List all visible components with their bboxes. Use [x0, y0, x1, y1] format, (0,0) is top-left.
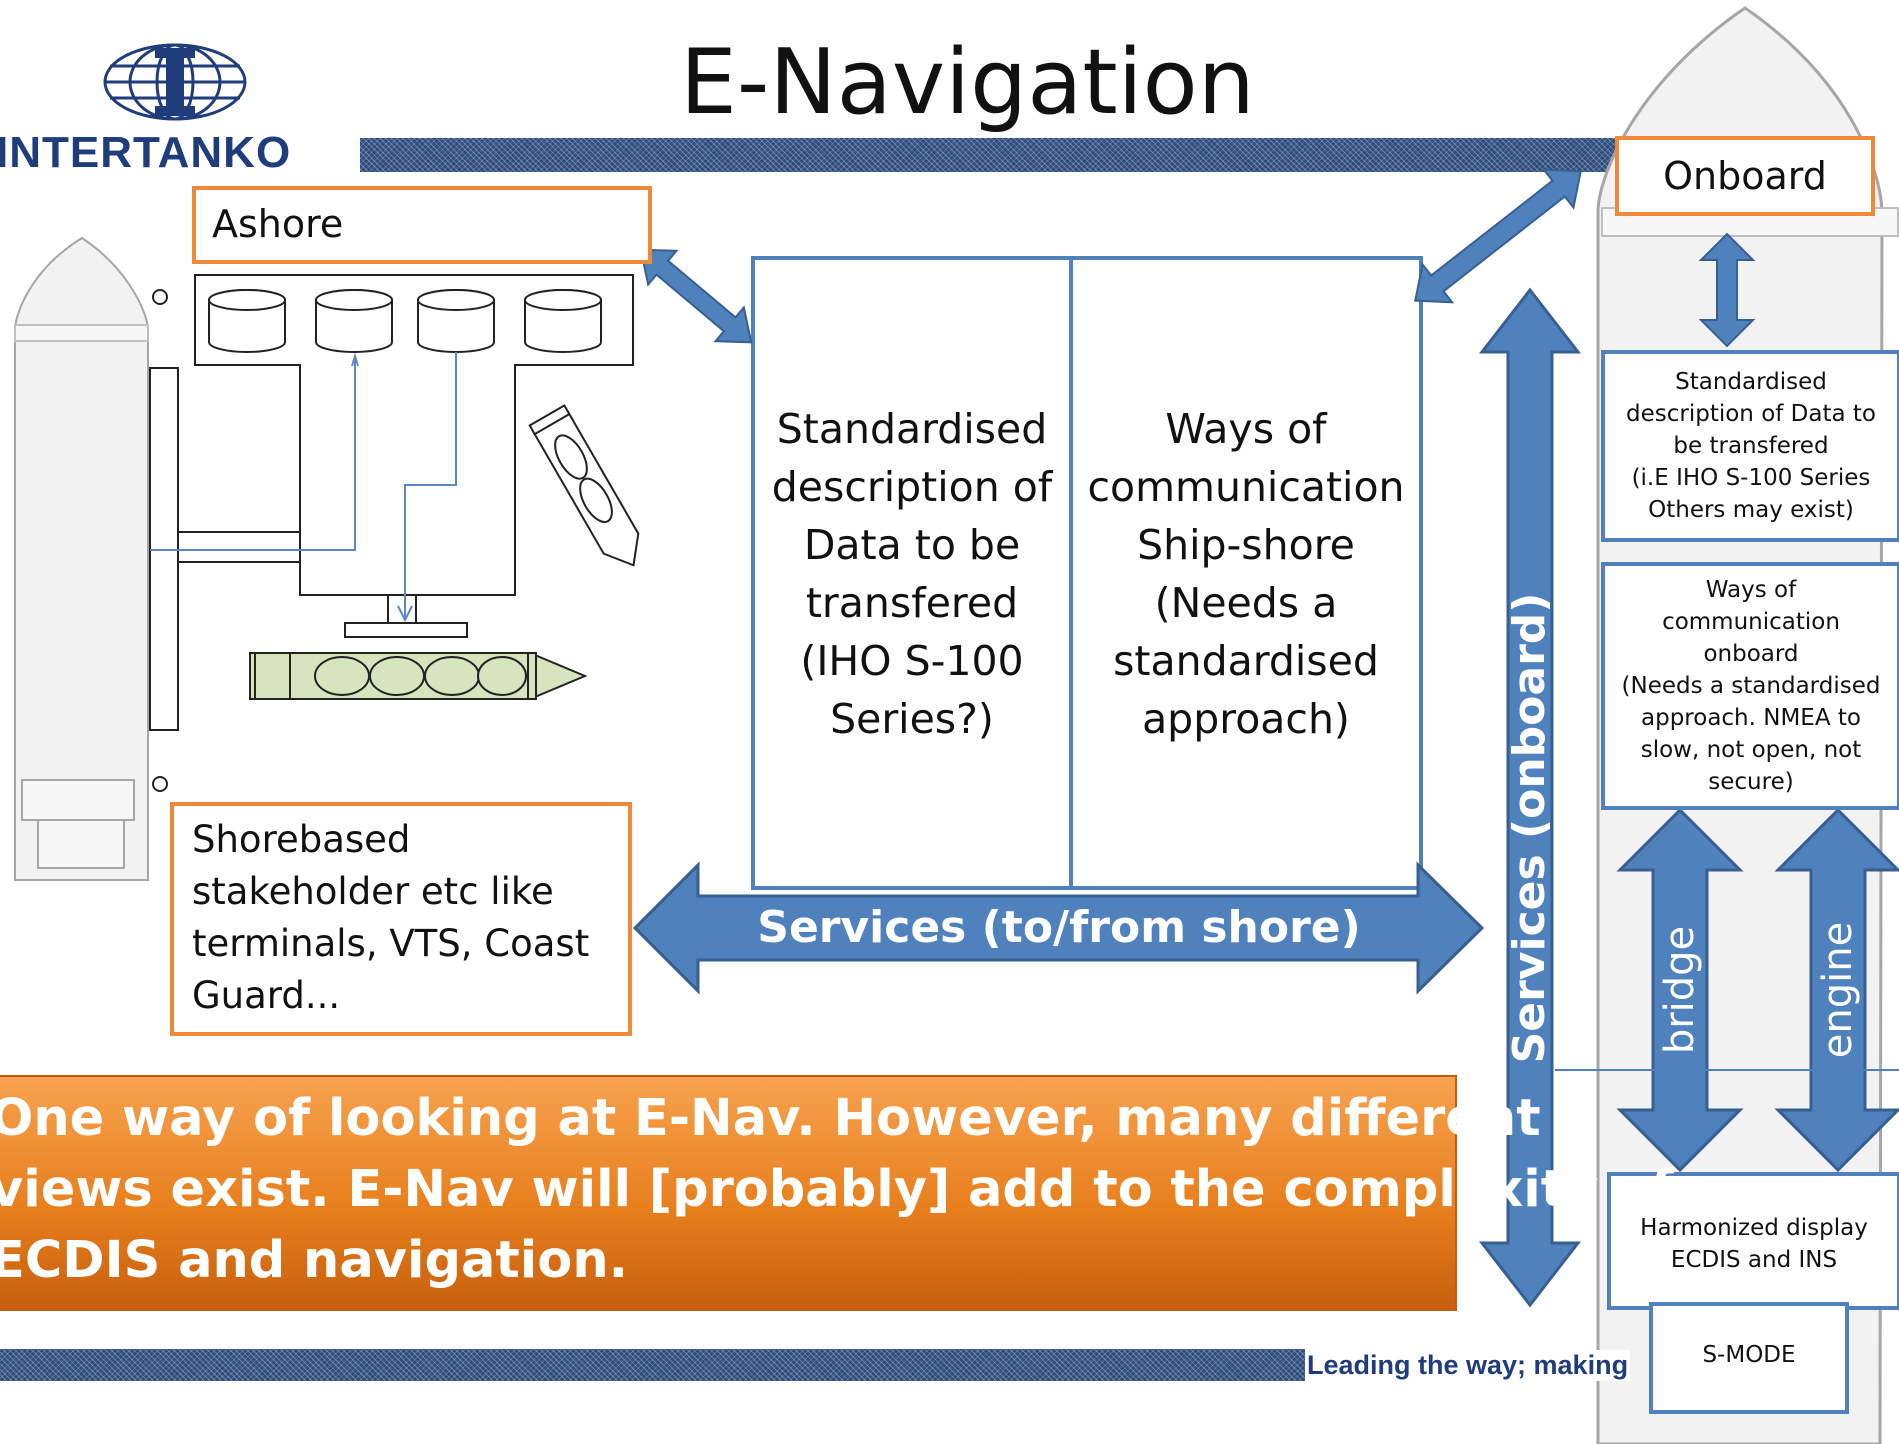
ashore-label: Ashore [212, 202, 344, 246]
onboard-label-box: Onboard [1615, 136, 1875, 216]
onboard-label: Onboard [1663, 154, 1827, 198]
onboard-communication-text: Ways of communication onboard (Needs a s… [1621, 577, 1881, 795]
harmonized-display-box: Harmonized display ECDIS and INS [1607, 1172, 1899, 1310]
services-onboard-arrow [1478, 287, 1582, 1308]
callout-text: One way of looking at E-Nav. However, ma… [0, 1089, 1674, 1290]
bridge-arrow [1616, 807, 1744, 1173]
onboard-connector-arrow [1414, 168, 1582, 304]
callout-banner: One way of looking at E-Nav. However, ma… [0, 1075, 1673, 1311]
communication-text: Ways of communication Ship-shore (Needs … [1087, 405, 1405, 743]
services-shore-arrow [632, 861, 1485, 995]
bollard-icon [152, 776, 168, 792]
storage-tanks [208, 289, 602, 353]
onboard-data-box: Standardised description of Data to be t… [1601, 350, 1899, 542]
page-title: E-Navigation [680, 30, 1255, 135]
header-band [300, 138, 1620, 172]
stakeholder-text: Shorebased stakeholder etc like terminal… [192, 818, 590, 1017]
footer-band [0, 1349, 1305, 1381]
engine-label-wrap: engine [1810, 910, 1866, 1070]
services-shore-label: Services (to/from shore) [757, 902, 1361, 953]
onboard-communication-box: Ways of communication onboard (Needs a s… [1601, 562, 1899, 810]
harmonized-display-text: Harmonized display ECDIS and INS [1640, 1215, 1868, 1273]
shore-ship-outline [14, 236, 149, 881]
bridge-label: bridge [1657, 925, 1703, 1055]
services-onboard-label-wrap: Services (onboard) [1500, 578, 1560, 1078]
smode-box: S-MODE [1649, 1302, 1849, 1414]
logo-text: INTERTANKO [0, 128, 292, 177]
bridge-label-wrap: bridge [1652, 910, 1708, 1070]
onboard-data-text: Standardised description of Data to be t… [1626, 369, 1876, 523]
ashore-label-box: Ashore [192, 186, 652, 264]
footer-tagline: Leading the way; making [1305, 1350, 1631, 1381]
ashore-connector-arrow [639, 248, 753, 344]
logo: INTERTANKO [0, 38, 360, 177]
center-container [751, 256, 1423, 890]
small-vessel-icon [528, 404, 640, 567]
engine-arrow [1774, 807, 1899, 1173]
pipelines [150, 352, 457, 623]
services-onboard-label: Services (onboard) [1504, 592, 1555, 1064]
smode-text: S-MODE [1702, 1342, 1796, 1368]
data-description-text: Standardised description of Data to be t… [771, 405, 1053, 743]
stakeholder-box: Shorebased stakeholder etc like terminal… [170, 802, 632, 1036]
globe-icon [103, 43, 247, 121]
engine-label: engine [1815, 921, 1861, 1059]
bollard-icon [152, 289, 168, 305]
terminal-structure [194, 274, 634, 596]
tanker-vessel-icon [249, 652, 588, 700]
onboard-vertical-arrow [1698, 232, 1756, 348]
